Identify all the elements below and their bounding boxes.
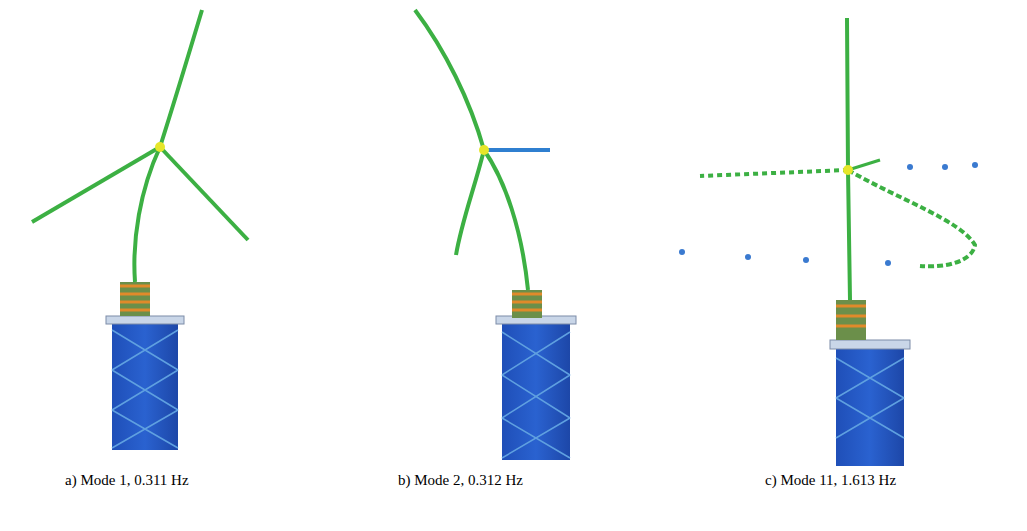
caption-text: c) Mode 11, 1.613 Hz bbox=[765, 472, 896, 488]
turbine-mode-2 bbox=[415, 10, 576, 460]
mode-caption: c) Mode 11, 1.613 Hz bbox=[765, 472, 896, 489]
mode-caption: a) Mode 1, 0.311 Hz bbox=[65, 472, 189, 489]
mode-caption: b) Mode 2, 0.312 Hz bbox=[398, 472, 523, 489]
caption-text: a) Mode 1, 0.311 Hz bbox=[65, 472, 189, 488]
turbine-mode-1 bbox=[32, 10, 248, 450]
caption-text: b) Mode 2, 0.312 Hz bbox=[398, 472, 523, 488]
turbine-mode-11 bbox=[679, 18, 978, 466]
